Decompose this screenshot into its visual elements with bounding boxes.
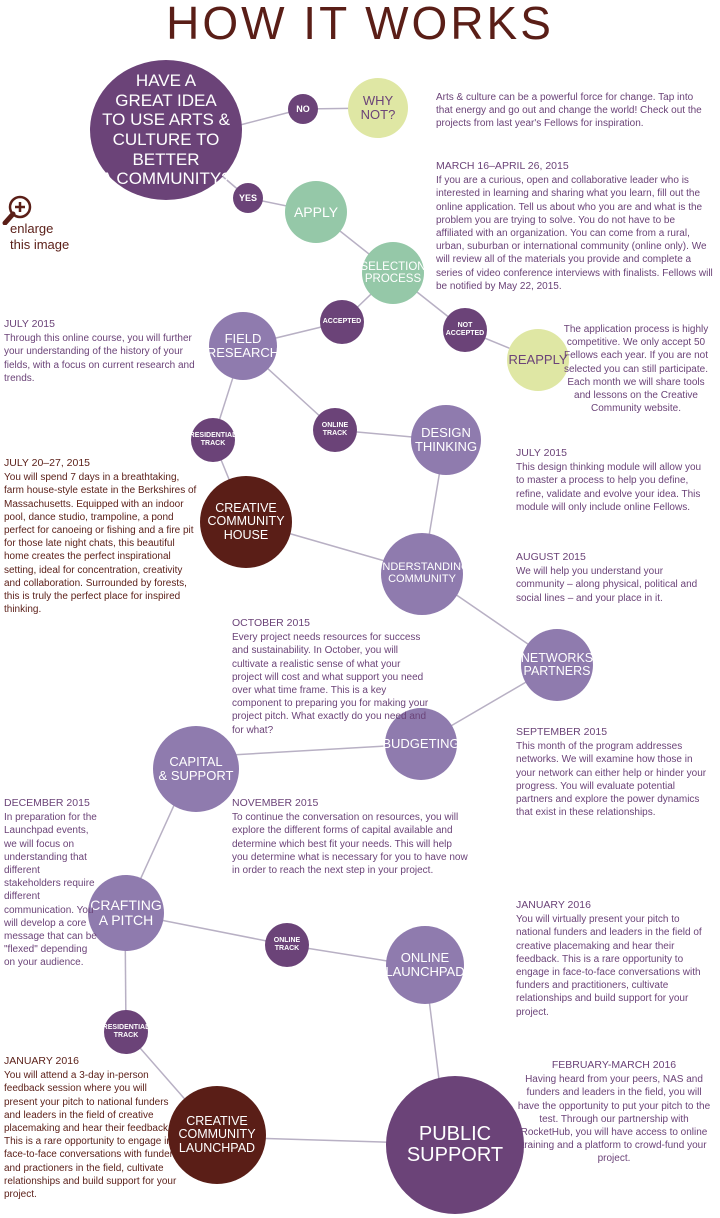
- enlarge-link[interactable]: enlarge this image: [2, 195, 69, 252]
- budgeting-body: Every project needs resources for succes…: [232, 632, 429, 736]
- great-idea-node: Have a GREAT IDEA to use ARTS & CULTURE …: [90, 60, 242, 200]
- residential-track-badge-2: RESIDENTIAL TRACK: [102, 1010, 150, 1054]
- not-accepted-badge: NOT ACCEPTED: [443, 308, 487, 352]
- capital-body: To continue the conversation on resource…: [232, 812, 468, 877]
- online-track-badge-1-label: ONLINE TRACK: [321, 421, 349, 437]
- no-badge: NO: [288, 94, 318, 124]
- creative-house-date: JULY 20–27, 2015: [4, 457, 91, 469]
- capital-support-label: CAPITAL & SUPPORT: [158, 754, 234, 783]
- no-badge-label: NO: [296, 103, 310, 114]
- online-launchpad-date: JANUARY 2016: [516, 899, 591, 911]
- apply-node: APPLY: [285, 181, 347, 243]
- understanding-community-label: UNDERSTANDING COMMUNITY: [374, 561, 470, 585]
- public-support-text: FEBRUARY-MARCH 2016 Having heard from yo…: [516, 1059, 712, 1166]
- budgeting-date: OCTOBER 2015: [232, 617, 311, 629]
- understanding-body: We will help you understand your communi…: [516, 566, 698, 604]
- creative-community-house-node: CREATIVE COMMUNITY HOUSE: [200, 476, 292, 568]
- online-launchpad-node: ONLINE LAUNCHPAD: [385, 926, 465, 1004]
- online-track-badge-1: ONLINE TRACK: [313, 408, 357, 452]
- budgeting-text: OCTOBER 2015 Every project needs resourc…: [232, 617, 430, 737]
- crafting-a-pitch-node: CRAFTING A PITCH: [88, 875, 164, 951]
- apply-body: If you are a curious, open and collabora…: [436, 175, 713, 292]
- why-not-node: WHY NOT?: [348, 78, 408, 138]
- creative-launchpad-date: JANUARY 2016: [4, 1055, 79, 1067]
- yes-badge-label: YES: [238, 192, 257, 203]
- reapply-body: The application process is highly compet…: [563, 324, 709, 415]
- capital-date: NOVEMBER 2015: [232, 797, 319, 809]
- selection-process-node: SELECTION PROCESS: [360, 242, 426, 304]
- field-research-label: FIELD RESEARCH: [206, 331, 280, 360]
- networks-partners-label: NETWORKS PARTNERS: [520, 650, 594, 678]
- public-support-label: PUBLIC SUPPORT: [406, 1123, 504, 1166]
- design-thinking-node: DESIGN THINKING: [411, 405, 481, 475]
- online-launchpad-label: ONLINE LAUNCHPAD: [385, 950, 465, 979]
- magnifier-plus-icon: [2, 195, 32, 226]
- not-accepted-badge-label: NOT ACCEPTED: [445, 321, 485, 337]
- networks-date: SEPTEMBER 2015: [516, 726, 608, 738]
- online-launchpad-body: You will virtually present your pitch to…: [516, 914, 702, 1018]
- apply-label: APPLY: [293, 203, 339, 220]
- crafting-a-pitch-label: CRAFTING A PITCH: [90, 897, 162, 928]
- capital-support-node: CAPITAL & SUPPORT: [153, 726, 239, 812]
- design-thinking-body: This design thinking module will allow y…: [516, 462, 702, 513]
- public-support-body: Having heard from your peers, NAS and fu…: [517, 1074, 711, 1165]
- crafting-body: In preparation for the Launchpad events,…: [4, 812, 97, 969]
- online-launchpad-text: JANUARY 2016 You will virtually present …: [516, 899, 712, 1019]
- public-support-node: PUBLIC SUPPORT: [386, 1076, 524, 1214]
- creative-launchpad-text: JANUARY 2016 You will attend a 3-day in-…: [4, 1055, 180, 1201]
- reapply-text: The application process is highly compet…: [560, 323, 712, 415]
- design-thinking-date: JULY 2015: [516, 447, 567, 459]
- enlarge-line-1: enlarge: [10, 221, 54, 236]
- budgeting-label: BUDGETING: [382, 736, 460, 752]
- apply-text: MARCH 16–APRIL 26, 2015 If you are a cur…: [436, 160, 714, 293]
- residential-track-badge-2-label: RESIDENTIAL TRACK: [102, 1023, 150, 1039]
- field-research-text: JULY 2015 Through this online course, yo…: [4, 318, 196, 385]
- great-idea-label: Have a GREAT IDEA to use ARTS & CULTURE …: [101, 71, 231, 189]
- reapply-label: REAPPLY: [508, 352, 568, 368]
- creative-house-text: JULY 20–27, 2015 You will spend 7 days i…: [4, 457, 198, 616]
- residential-track-badge-1: RESIDENTIAL TRACK: [189, 418, 237, 462]
- residential-track-badge-1-label: RESIDENTIAL TRACK: [189, 431, 237, 447]
- creative-launchpad-body: You will attend a 3-day in-person feedba…: [4, 1070, 178, 1201]
- accepted-badge-label: ACCEPTED: [322, 317, 362, 325]
- creative-community-house-label: CREATIVE COMMUNITY HOUSE: [207, 501, 285, 542]
- crafting-text: DECEMBER 2015 In preparation for the Lau…: [4, 797, 98, 970]
- why-not-body: Arts & culture can be a powerful force f…: [436, 92, 702, 130]
- budgeting-node: BUDGETING: [382, 708, 460, 780]
- enlarge-line-2: this image: [10, 237, 70, 252]
- public-support-date: FEBRUARY-MARCH 2016: [551, 1059, 677, 1071]
- field-research-node: FIELD RESEARCH: [206, 312, 280, 380]
- design-thinking-text: JULY 2015 This design thinking module wi…: [516, 447, 712, 514]
- field-research-body: Through this online course, you will fur…: [4, 333, 195, 384]
- understanding-community-node: UNDERSTANDING COMMUNITY: [374, 533, 470, 615]
- selection-process-label: SELECTION PROCESS: [360, 260, 426, 285]
- apply-date: MARCH 16–APRIL 26, 2015: [436, 160, 569, 172]
- crafting-date: DECEMBER 2015: [4, 797, 90, 809]
- yes-badge: YES: [233, 183, 263, 213]
- field-research-date: JULY 2015: [4, 318, 55, 330]
- page-title: HOW IT WORKS: [166, 0, 554, 49]
- creative-community-launchpad-label: CREATIVE COMMUNITY LAUNCHPAD: [178, 1114, 256, 1155]
- understanding-date: AUGUST 2015: [516, 551, 586, 563]
- why-not-label: WHY NOT?: [360, 93, 396, 122]
- enlarge-label: enlarge this image: [10, 221, 80, 253]
- reapply-node: REAPPLY: [507, 329, 569, 391]
- understanding-text: AUGUST 2015 We will help you understand …: [516, 551, 712, 605]
- networks-text: SEPTEMBER 2015 This month of the program…: [516, 726, 712, 819]
- networks-partners-node: NETWORKS PARTNERS: [521, 629, 593, 701]
- networks-body: This month of the program addresses netw…: [516, 741, 707, 819]
- creative-community-launchpad-node: CREATIVE COMMUNITY LAUNCHPAD: [168, 1086, 266, 1184]
- online-track-badge-2: ONLINE TRACK: [265, 923, 309, 967]
- creative-house-body: You will spend 7 days in a breathtaking,…: [4, 472, 197, 616]
- capital-text: NOVEMBER 2015 To continue the conversati…: [232, 797, 468, 877]
- online-track-badge-2-label: ONLINE TRACK: [273, 936, 301, 952]
- design-thinking-label: DESIGN THINKING: [414, 425, 478, 454]
- why-not-text: Arts & culture can be a powerful force f…: [436, 91, 712, 131]
- accepted-badge: ACCEPTED: [320, 300, 364, 344]
